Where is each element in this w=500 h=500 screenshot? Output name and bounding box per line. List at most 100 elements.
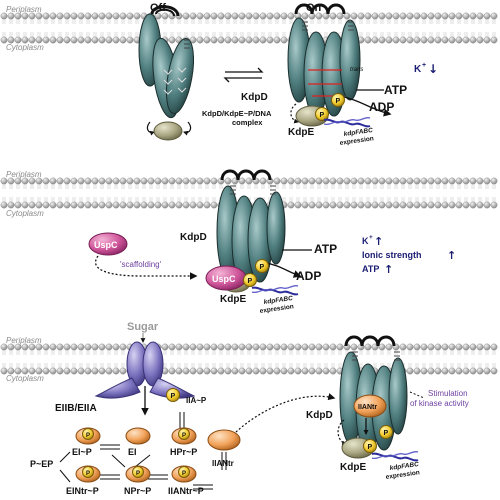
sugar-label: Sugar: [127, 321, 159, 333]
iia-ntr-free: [207, 429, 241, 451]
kdpd-off: [138, 5, 195, 136]
expression-2-line2: expression: [259, 303, 294, 315]
panel-1: Off On KdpD KdpD/KdpE~P/DNA complex: [138, 2, 438, 147]
ei-ntr-p-label: EINtr~P: [66, 486, 99, 496]
dotted-arrow-1: [290, 103, 299, 124]
svg-text:ATP: ATP: [362, 264, 379, 274]
p-label-2a: P: [260, 264, 265, 271]
hpr-p-label: HPr~P: [170, 447, 197, 457]
dna-2b: [251, 284, 299, 294]
cytoplasm-label-2: Cytoplasm: [6, 209, 44, 218]
dna-3: [371, 452, 419, 462]
dotted-arrow-3: [337, 419, 347, 446]
periplasm-label-1: Periplasm: [6, 5, 42, 14]
uspc-bound-label: UspC: [212, 274, 236, 284]
iia-ntr-bound: [353, 394, 387, 418]
expression-1-line2: expression: [339, 135, 374, 147]
svg-text:↑: ↑: [374, 235, 383, 248]
kdpd-label-3: KdpD: [306, 410, 333, 421]
p-label-2b: P: [248, 278, 253, 285]
svg-text:Ionic strength: Ionic strength: [362, 250, 422, 260]
stim-line2: of kinase activity: [410, 399, 469, 408]
iia-p-label: IIA~P: [186, 396, 207, 405]
pep-label: P~EP: [30, 459, 53, 469]
phospho-ei-ntr: [82, 466, 94, 478]
ei-free: [125, 427, 151, 445]
phospho-iia-ntr: [178, 466, 190, 478]
periplasm-label-2: Periplasm: [6, 170, 42, 179]
p-label-hpr: P: [182, 433, 186, 439]
phospho-npr: [132, 466, 144, 478]
membrane-3: [0, 343, 498, 375]
p-label-npr: P: [136, 471, 140, 477]
kdpd-on: [287, 3, 361, 117]
phospho-3a: [379, 425, 393, 439]
expression-3-line2: expression: [385, 469, 420, 481]
svg-text:↓: ↓: [428, 62, 438, 76]
kdpe-label-1: KdpE: [288, 127, 314, 138]
phospho-hpr: [178, 428, 190, 440]
trans-label: trans: [350, 67, 363, 73]
p-label-ei-ntr: P: [86, 471, 90, 477]
stim-pointer: [409, 391, 425, 399]
expression-3-line1: kdpFABC: [389, 461, 419, 472]
eiib-transporter: [94, 341, 196, 416]
kdpe-label-2: KdpE: [220, 294, 246, 305]
svg-text:↑: ↑: [384, 263, 393, 276]
svg-text:+: +: [369, 234, 373, 241]
membrane-1: [0, 12, 498, 44]
adp-arrow-1: [339, 95, 392, 117]
phospho-1a: [331, 93, 345, 107]
p-label-ei: P: [86, 433, 90, 439]
ei-p-label: EI~P: [72, 447, 92, 457]
p-label-1b: P: [320, 112, 325, 119]
p-label-1a: P: [336, 98, 341, 105]
adp-label-2: ADP: [296, 269, 321, 283]
phospho-2b: [243, 273, 257, 287]
phospho-3b: [363, 439, 377, 453]
dna-1b: [323, 116, 371, 126]
uspc-free-label: UspC: [94, 240, 118, 250]
scaffolding-arrow: [95, 255, 198, 280]
iia-ntr-label: IIANtr: [212, 459, 234, 468]
phospho-ei: [82, 428, 94, 440]
svg-text:↑: ↑: [447, 249, 456, 262]
potassium-signal-1: K + ↓: [414, 62, 438, 76]
panel-2: KdpD ATP ADP UspC P P KdpE kdpFABC expre…: [88, 169, 456, 315]
dna-2: [251, 286, 299, 296]
kdpe-off: [153, 121, 183, 141]
atp-label-2: ATP: [314, 242, 337, 256]
periplasm-label-3: Periplasm: [6, 336, 42, 345]
ptx-cascade: [59, 412, 227, 490]
p-label-iia: P: [171, 393, 176, 400]
iia-ntr-dotted-arrow: [235, 393, 336, 433]
panel-3: Sugar EIIB/EIIA P IIA~P P EI~P EI: [30, 321, 469, 496]
uspc-free: [88, 232, 128, 256]
dna-3b: [371, 450, 419, 460]
cytoplasm-label-3: Cytoplasm: [6, 374, 44, 383]
eiib-label: EIIB/EIIA: [55, 403, 97, 414]
expression-2-line1: kdpFABC: [263, 295, 293, 306]
phospho-2a: [255, 259, 269, 273]
svg-text:K: K: [414, 64, 422, 75]
signals-2: K + ↑ Ionic strength ↑ ATP ↑: [362, 234, 456, 276]
svg-text:K: K: [362, 236, 369, 246]
p-label-iia-ntr: P: [182, 471, 186, 477]
stim-line1: Stimulation: [428, 389, 468, 398]
complex-label-line2: complex: [232, 118, 263, 127]
phospho-iia: [166, 388, 180, 402]
cytoplasm-label-1: Cytoplasm: [6, 43, 44, 52]
scaffolding-label: 'scaffolding': [120, 260, 162, 269]
equilibrium-arrows: [223, 67, 264, 83]
complex-label-line1: KdpD/KdpE~P/DNA: [202, 109, 272, 118]
iia-ntr-bound-label: IIANtr: [358, 404, 377, 411]
adp-label-1: ADP: [369, 100, 394, 114]
kdpd-label-2: KdpD: [180, 232, 207, 243]
p-label-3a: P: [384, 430, 389, 437]
ei-label: EI: [128, 447, 137, 457]
phospho-1b: [315, 107, 329, 121]
svg-text:+: +: [422, 62, 426, 69]
iia-ntr-p-label: IIANtr~P: [168, 486, 204, 496]
dna-1: [323, 118, 371, 128]
atp-label-1: ATP: [384, 83, 407, 97]
